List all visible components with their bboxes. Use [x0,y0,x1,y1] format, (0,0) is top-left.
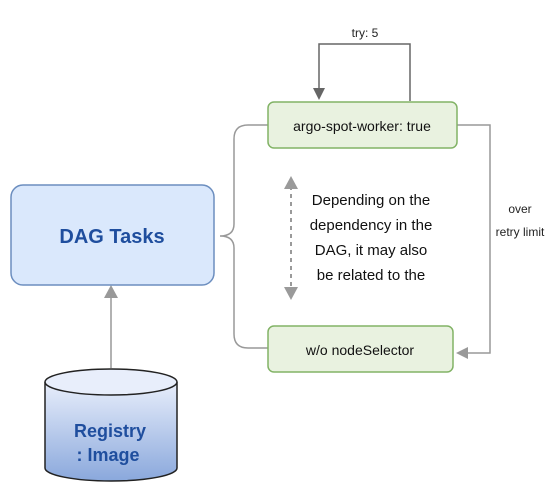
dag-tasks-node[interactable]: DAG Tasks [10,184,215,286]
edge-fallback [456,124,491,359]
fallback-label-line1: over [508,202,531,216]
no-selector-node[interactable]: w/o nodeSelector [267,325,454,373]
note-line-1: Depending on the [312,192,430,209]
note-line-2: dependency in the [310,217,433,234]
retry-loop-label: try: 5 [352,26,379,40]
edge-registry-to-dag [104,285,118,368]
registry-label-line1: Registry [74,421,146,441]
fallback-label-line2: retry limit [496,225,545,239]
note-line-3: DAG, it may also [315,242,428,259]
dag-tasks-label: DAG Tasks [59,226,164,248]
brace-connector [219,124,268,349]
spot-worker-label: argo-spot-worker: true [293,118,431,134]
note-line-4: be related to the [317,267,425,284]
spot-worker-node[interactable]: argo-spot-worker: true [267,101,458,149]
registry-label-line2: : Image [76,445,139,465]
no-selector-label: w/o nodeSelector [305,342,415,358]
dashed-bidirectional-arrow [284,176,298,300]
edge-retry-loop [313,43,411,101]
registry-cylinder-node[interactable]: Registry : Image [44,368,178,482]
